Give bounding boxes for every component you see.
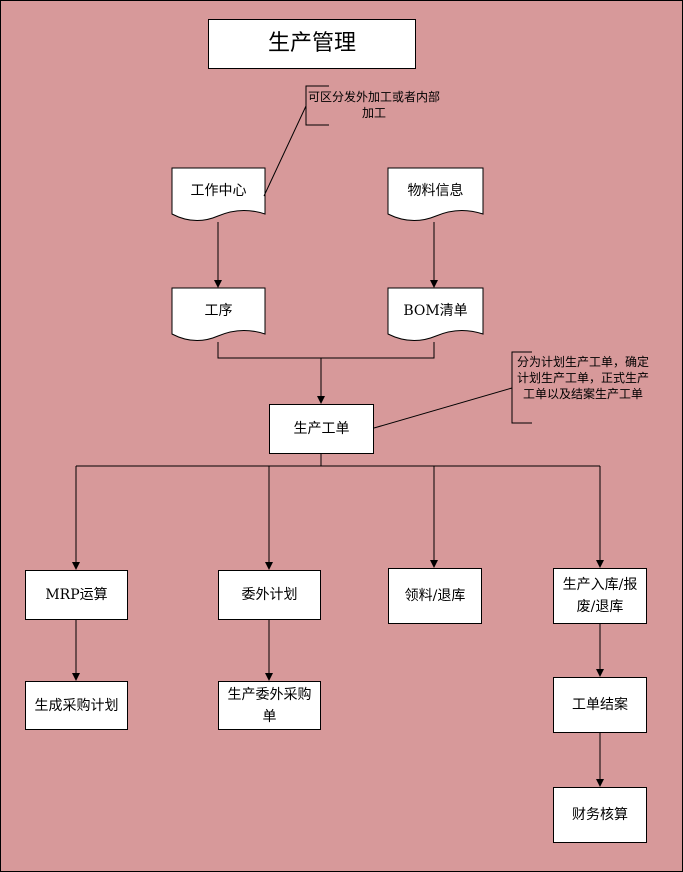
close-order-node: 工单结案 [553,677,647,733]
doc-shape-bom [387,287,484,341]
merge-line [217,342,435,359]
process-node: 工序 [204,303,233,319]
callout-bracket-work-order [511,351,532,424]
work-order-note: 分为计划生产工单，确定计划生产工单，正式生产工单以及结案生产工单 [516,355,649,401]
doc-shape-work-center [171,167,266,221]
callout-line-work-order [373,387,513,429]
work-center-node: 工作中心 [190,183,247,199]
purchase-plan-node: 生成采购计划 [25,681,128,730]
callout-line-work-center [263,105,307,197]
bom-node: BOM清单 [403,303,468,319]
material-info-node: 物料信息 [407,183,464,199]
stock-in-node: 生产入库/报废/退库 [553,568,647,624]
outsource-po-node: 生产委外采购单 [218,681,321,730]
work-order-node: 生产工单 [269,404,374,454]
doc-shape-process [171,287,266,341]
callout-bracket-work-center [305,85,329,126]
doc-shape-material-info [387,167,484,221]
work-center-note: 可区分发外加工或者内部加工 [308,90,441,120]
outsource-plan-node: 委外计划 [218,570,321,620]
pick-return-node: 领料/退库 [388,568,482,624]
page-title: 生产管理 [208,19,416,69]
mrp-node: MRP运算 [25,570,128,620]
cost-check-node: 财务核算 [553,787,647,843]
